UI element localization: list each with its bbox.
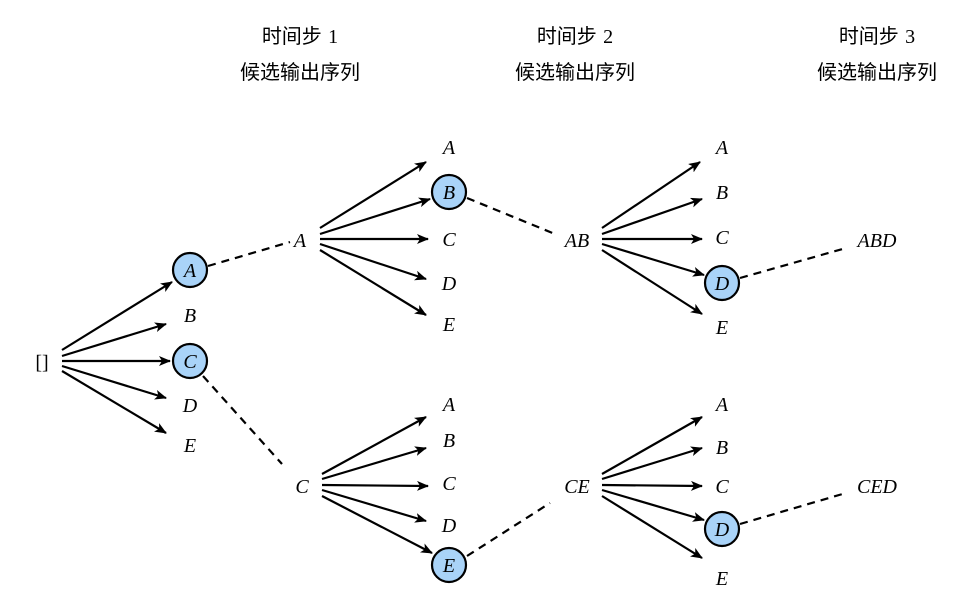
step1-candidate-C: C	[183, 351, 197, 373]
step3-bottom-candidates: A B C D E	[703, 394, 741, 590]
step1-candidate-A: A	[182, 260, 197, 282]
step2-top-candidate-D: D	[441, 273, 457, 295]
dashed-link-D-bottom	[739, 491, 847, 526]
step2-prefix-C: C	[295, 476, 309, 498]
header-step-1-line2: 候选输出序列	[240, 60, 360, 84]
arrow-root-to-D	[61, 364, 167, 400]
step2-bottom-candidate-C: C	[442, 473, 456, 495]
step3-bottom-candidate-A: A	[714, 394, 729, 416]
step2-bottom-arrows	[321, 416, 433, 554]
step3-bottom-candidate-C: C	[715, 476, 729, 498]
selected-node-circle	[171, 251, 209, 289]
step1-candidate-B: B	[184, 305, 196, 327]
selected-node-circle	[703, 510, 741, 548]
step1-arrows	[61, 281, 173, 434]
header-step-2: 时间步 2 候选输出序列	[515, 24, 635, 84]
arrow	[319, 161, 427, 229]
selected-node-circle	[430, 173, 468, 211]
step3-top-candidate-C: C	[715, 227, 729, 249]
step2-prefix-A: A	[292, 230, 307, 252]
step2-bottom-candidate-D: D	[441, 515, 457, 537]
arrow	[601, 480, 703, 491]
arrow	[601, 161, 701, 229]
step2-top-candidate-B: B	[443, 182, 455, 204]
root-label: []	[35, 352, 48, 374]
arrow	[601, 249, 703, 315]
header-step-2-line2: 候选输出序列	[515, 60, 635, 84]
step2-top-candidates: A B C D E	[430, 137, 468, 336]
arrow	[601, 446, 703, 481]
arrow	[321, 446, 427, 481]
dashed-link-A	[207, 240, 291, 268]
arrow-root-to-B	[61, 322, 167, 358]
arrow	[601, 488, 705, 522]
arrow	[319, 249, 427, 316]
step3-bottom-arrows	[601, 416, 705, 559]
step2-top-candidate-E: E	[442, 314, 455, 336]
step3-prefix-CE: CE	[564, 476, 590, 498]
arrow-root-to-A	[61, 281, 173, 351]
step2-bottom-candidate-A: A	[441, 394, 456, 416]
arrow	[321, 416, 427, 475]
step3-top-candidate-E: E	[715, 317, 728, 339]
dashed-link-B	[466, 196, 556, 236]
step1-candidate-D: D	[182, 395, 198, 417]
result-CED: CED	[857, 476, 898, 498]
step3-bottom-candidate-D: D	[714, 519, 730, 541]
arrow	[321, 480, 429, 491]
header-step-2-line1: 时间步 2	[537, 24, 613, 48]
header-step-3-line1: 时间步 3	[839, 24, 915, 48]
step2-bottom-candidates: A B C D E	[430, 394, 468, 584]
selected-node-circle	[171, 342, 209, 380]
arrow	[601, 495, 703, 559]
dashed-link-D-top	[739, 246, 847, 280]
arrow	[601, 197, 703, 236]
header-step-1: 时间步 1 候选输出序列	[240, 24, 360, 84]
header-step-3: 时间步 3 候选输出序列	[817, 24, 937, 84]
step2-top-candidate-C: C	[442, 229, 456, 251]
arrow	[319, 197, 431, 236]
arrow	[321, 495, 433, 554]
step2-top-arrows	[319, 161, 431, 316]
step3-top-candidate-D: D	[714, 273, 730, 295]
step2-bottom-candidate-E: E	[442, 555, 455, 577]
step3-bottom-candidate-B: B	[716, 437, 728, 459]
dashed-link-E	[466, 502, 551, 557]
step1-candidates: A B C D E	[171, 251, 209, 457]
arrow	[601, 416, 703, 475]
selected-node-circle	[703, 264, 741, 302]
step3-bottom-candidate-E: E	[715, 568, 728, 590]
step3-prefix-AB: AB	[563, 230, 589, 252]
arrow	[321, 488, 427, 523]
arrow	[601, 242, 705, 277]
selected-node-circle	[430, 546, 468, 584]
step3-top-candidate-A: A	[714, 137, 729, 159]
step1-candidate-E: E	[183, 435, 196, 457]
step3-top-candidate-B: B	[716, 182, 728, 204]
dashed-link-C	[202, 375, 283, 465]
result-ABD: ABD	[856, 230, 897, 252]
header-step-3-line2: 候选输出序列	[817, 60, 937, 84]
step3-top-arrows	[601, 161, 705, 315]
step2-top-candidate-A: A	[441, 137, 456, 159]
header-step-1-line1: 时间步 1	[262, 24, 338, 48]
step2-bottom-candidate-B: B	[443, 430, 455, 452]
step3-top-candidates: A B C D E	[703, 137, 741, 339]
arrow	[319, 242, 427, 281]
arrow-root-to-E	[61, 370, 167, 434]
